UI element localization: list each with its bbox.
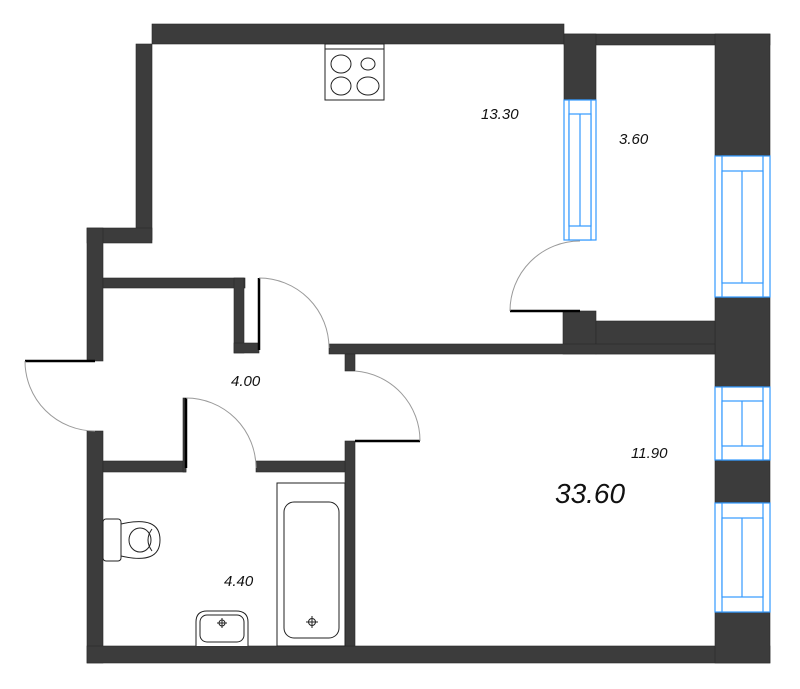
toilet-icon [102,518,161,562]
loggia-door [509,240,581,313]
total-area-label: 33.60 [555,478,626,509]
walls [86,23,771,664]
hallway-area-label: 4.00 [231,373,261,390]
bathroom-door [184,397,257,469]
window-loggia [714,155,771,298]
window-living-1 [714,386,771,461]
living-room-area-label: 11.90 [631,445,668,462]
entry-door [24,359,96,432]
window-kitchen-loggia [563,99,597,241]
bathroom-area-label: 4.40 [224,573,254,590]
loggia-area-label: 3.60 [619,131,649,148]
kitchen-door [257,277,330,350]
window-living-2 [714,502,771,613]
bathtub-icon [276,482,346,647]
sink-icon [195,610,249,646]
living-room-door [354,370,421,443]
kitchen-area-label: 13.30 [481,106,519,123]
stove-icon [324,43,385,101]
